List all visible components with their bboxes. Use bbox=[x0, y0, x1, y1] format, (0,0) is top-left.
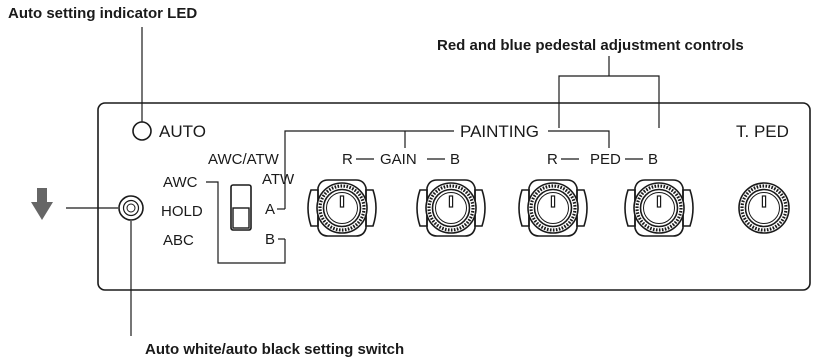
gain-b-label: B bbox=[450, 151, 460, 168]
ped-r-knob[interactable] bbox=[517, 178, 589, 238]
painting-label: PAINTING bbox=[460, 122, 539, 141]
gain-b-knob[interactable] bbox=[415, 178, 487, 238]
a-label: A bbox=[265, 201, 275, 218]
gain-r-knob[interactable] bbox=[306, 178, 378, 238]
switch-callout: Auto white/auto black setting switch bbox=[145, 341, 404, 358]
b-label: B bbox=[265, 231, 275, 248]
toggle-switch-icon[interactable] bbox=[230, 184, 252, 231]
ped-b-knob[interactable] bbox=[623, 178, 695, 238]
awc-label: AWC bbox=[163, 174, 198, 191]
led-circle-icon bbox=[132, 121, 152, 141]
painting-bracket-right bbox=[548, 130, 610, 148]
ped-b-label: B bbox=[648, 151, 658, 168]
awc-atw-label: AWC/ATW bbox=[208, 151, 280, 168]
ped-r-label: R bbox=[547, 151, 558, 168]
atw-label: ATW bbox=[262, 171, 295, 188]
awc-bracket bbox=[206, 181, 286, 264]
tped-label: T. PED bbox=[736, 122, 789, 141]
panel-frame bbox=[97, 102, 811, 291]
tped-knob[interactable] bbox=[738, 182, 790, 234]
hold-label: HOLD bbox=[161, 203, 203, 220]
pedestal-callout: Red and blue pedestal adjustment control… bbox=[437, 37, 744, 54]
gain-label: GAIN bbox=[380, 151, 417, 168]
auto-label: AUTO bbox=[159, 122, 206, 141]
painting-bracket-left bbox=[284, 130, 454, 209]
auto-led-callout: Auto setting indicator LED bbox=[8, 5, 197, 22]
down-arrow-icon bbox=[31, 188, 53, 220]
gain-r-label: R bbox=[342, 151, 353, 168]
pedestal-bracket bbox=[558, 75, 660, 128]
awc-abc-switch[interactable] bbox=[118, 195, 144, 221]
ped-label: PED bbox=[590, 151, 621, 168]
abc-label: ABC bbox=[163, 232, 194, 249]
